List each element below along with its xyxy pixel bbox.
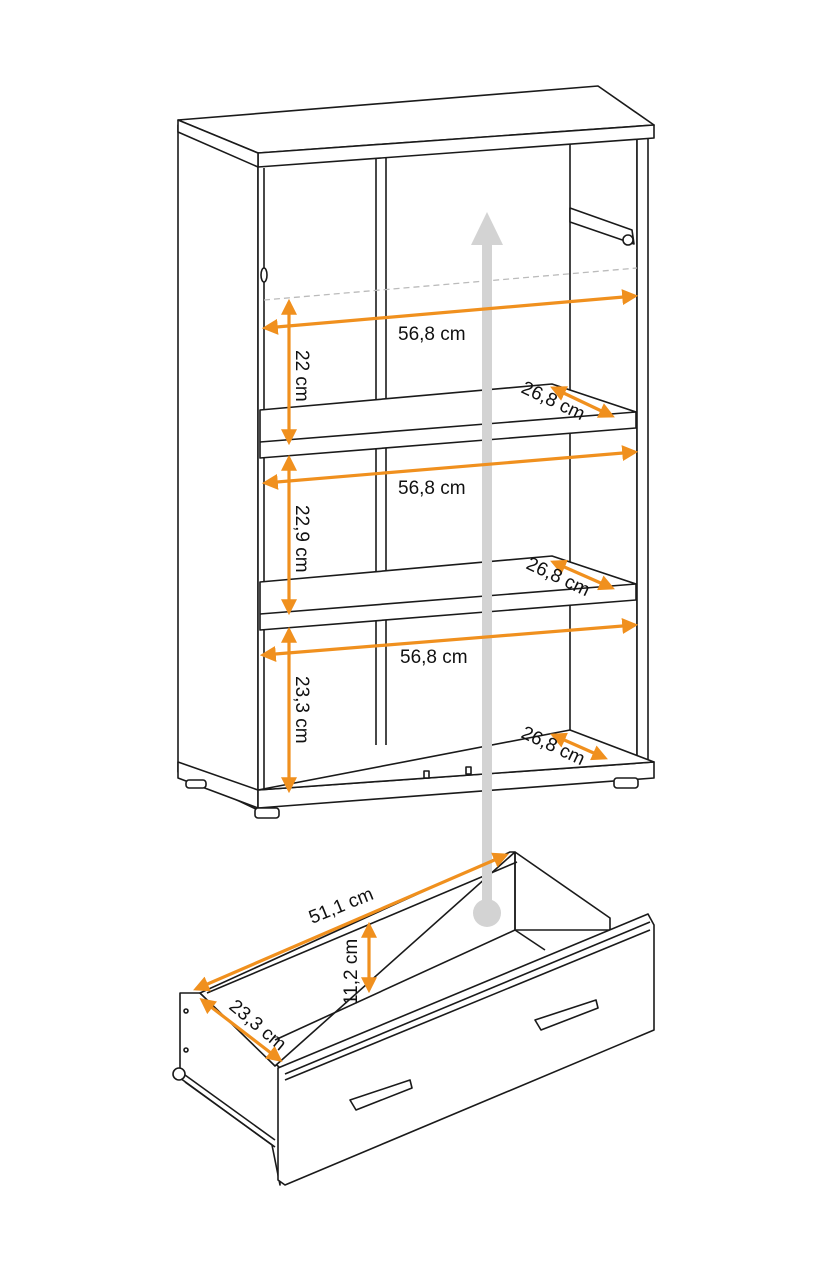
dim-label-drawer-height: 11,2 cm (341, 939, 362, 1005)
foot (613, 777, 639, 789)
drawer-front (277, 913, 655, 1186)
foot (254, 807, 280, 819)
drawer-back-inner (514, 851, 611, 931)
drawer-handle (534, 999, 599, 1031)
dim-label-width-2: 56,8 cm (398, 478, 466, 499)
dim-label-height-1: 22 cm (291, 350, 312, 402)
dim-label-height-3: 23,3 cm (291, 676, 312, 744)
dimension-lines (193, 289, 639, 1062)
dim-label-width-1: 56,8 cm (398, 324, 466, 345)
drawer-runner (569, 207, 635, 246)
dim-label-width-3: 56,8 cm (400, 647, 468, 668)
back-panel (257, 137, 638, 791)
foot (185, 779, 207, 789)
top-panel-side (177, 119, 259, 168)
drawer-handle (349, 1079, 413, 1111)
dim-label-height-2: 22,9 cm (291, 505, 312, 573)
shelf-unit (177, 85, 655, 819)
left-side-panel (177, 124, 259, 811)
right-side-panel (636, 137, 649, 761)
